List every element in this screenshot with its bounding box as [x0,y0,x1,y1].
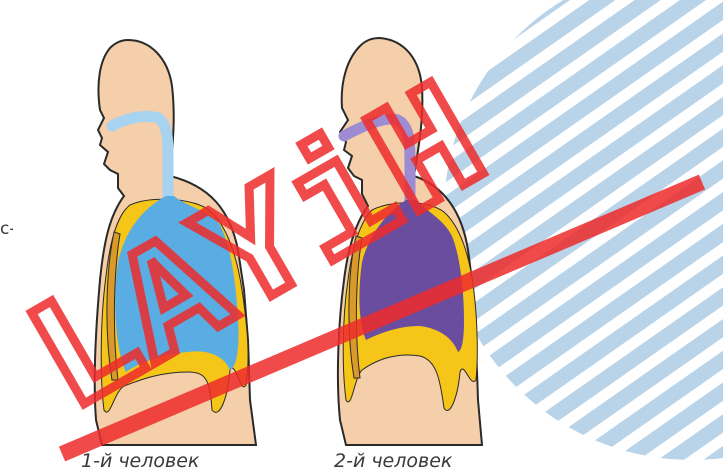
cut-off-text-fragment: с- [0,219,13,239]
caption-person-1: 1-й человек [81,450,199,472]
caption-person-2: 2-й человек [334,450,452,472]
